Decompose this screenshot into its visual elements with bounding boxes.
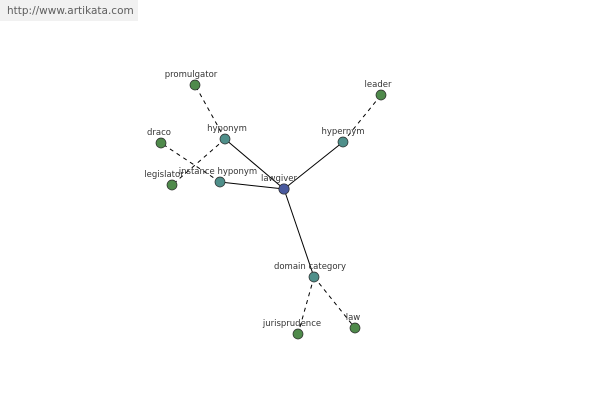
node-domain-category[interactable]: domain category [274,262,346,283]
edge-lawgiver-domain-category [283,188,315,278]
node-marker-lawgiver[interactable] [278,183,290,195]
node-jurisprudence[interactable]: jurisprudence [262,319,321,340]
node-label-hypernym[interactable]: hypernym [321,127,364,137]
node-lawgiver[interactable]: lawgiver [261,174,298,195]
node-marker-promulgator[interactable] [189,79,201,91]
edge-domain-category-law [313,276,356,329]
graph-nodes: lawgiver hyponym hypernym instance hyponym d… [144,70,392,340]
node-marker-domain-category[interactable] [308,271,320,283]
node-label-jurisprudence[interactable]: jurisprudence [262,319,321,329]
node-marker-instance-hyponym[interactable] [214,176,226,188]
node-promulgator[interactable]: promulgator [165,70,218,91]
node-label-leader[interactable]: leader [365,80,392,90]
edge-hypernym-leader [342,94,382,143]
node-label-hyponym[interactable]: hyponym [207,124,247,134]
node-label-promulgator[interactable]: promulgator [165,70,218,80]
node-marker-law[interactable] [349,322,361,334]
edge-hyponym-promulgator [194,84,226,140]
node-hypernym[interactable]: hypernym [321,127,365,148]
node-law[interactable]: law [346,313,361,334]
graph-edges [160,84,382,335]
node-label-domain-category[interactable]: domain category [274,262,346,272]
node-marker-legislator[interactable] [166,179,178,191]
edge-lawgiver-hyponym [224,138,285,190]
node-label-legislator[interactable]: legislator [144,170,184,180]
edge-lawgiver-hypernym [283,141,344,190]
node-leader[interactable]: leader [365,80,392,101]
site-url-text: http://www.artikata.com [7,4,134,17]
node-label-lawgiver[interactable]: lawgiver [261,174,298,184]
node-marker-leader[interactable] [375,89,387,101]
node-label-instance-hyponym[interactable]: instance hyponym [179,167,257,177]
node-instance-hyponym[interactable]: instance hyponym [179,167,257,188]
node-label-draco[interactable]: draco [147,128,171,138]
edge-lawgiver-instance-hyponym [219,181,285,190]
edge-hyponym-legislator [171,138,226,186]
node-marker-draco[interactable] [155,137,167,149]
node-marker-jurisprudence[interactable] [292,328,304,340]
edge-instance-hyponym-draco [160,142,221,183]
node-marker-hyponym[interactable] [219,133,231,145]
node-legislator[interactable]: legislator [144,170,184,191]
node-label-law[interactable]: law [346,313,361,323]
site-url[interactable]: http://www.artikata.com [0,0,138,21]
node-marker-hypernym[interactable] [337,136,349,148]
node-draco[interactable]: draco [147,128,171,149]
node-hyponym[interactable]: hyponym [207,124,247,145]
edge-domain-category-jurisprudence [297,276,315,335]
